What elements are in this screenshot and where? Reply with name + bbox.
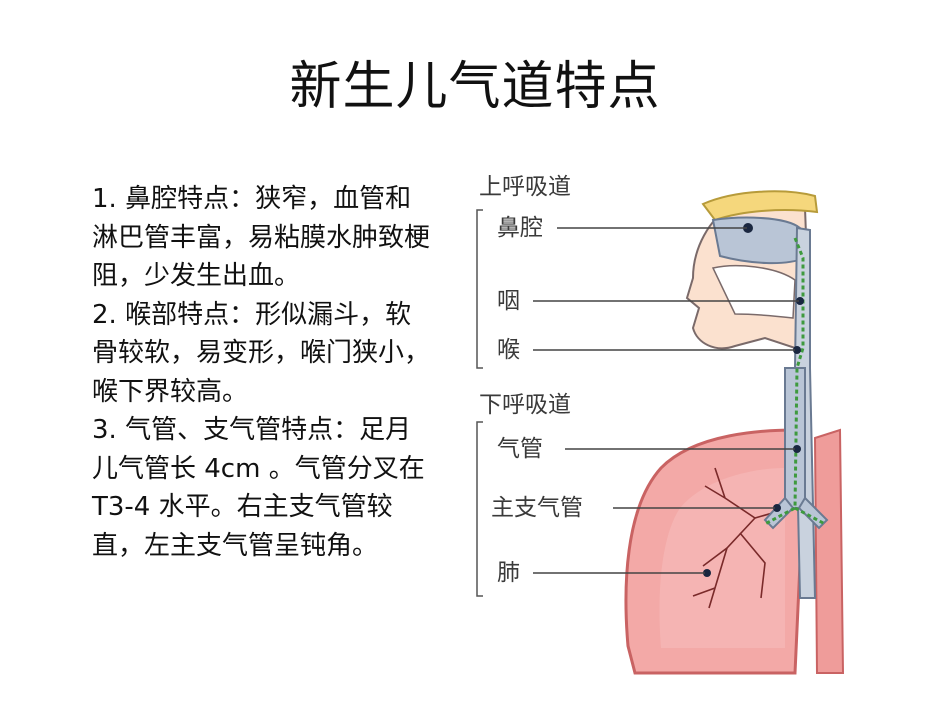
oral-cavity-shape: [711, 264, 796, 319]
lower-airway-bracket: [476, 421, 483, 597]
nasal-cavity-label: 鼻腔: [497, 213, 543, 243]
lung-inner-shape: [659, 468, 785, 648]
airway-illustration: [476, 190, 845, 675]
main-bronchus-label: 主支气管: [491, 493, 583, 523]
trachea-label: 气管: [497, 434, 543, 464]
skull-bone: [701, 190, 819, 222]
airway-anatomy-diagram: 上呼吸道 鼻腔 咽 喉 下呼吸道 气管 主支气管 肺: [465, 168, 885, 688]
bronchus-marker: [773, 504, 781, 512]
airway-dashed-line: [764, 237, 826, 526]
larynx-marker: [793, 346, 801, 354]
trachea-feature-paragraph: 3. 气管、支气管特点：足月儿气管长 4cm 。气管分叉在 T3-4 水平。右主…: [92, 415, 425, 561]
trachea-marker: [793, 445, 801, 453]
larynx-feature-paragraph: 2. 喉部特点：形似漏斗，软骨较软，易变形，喉门狭小，喉下界较高。: [92, 299, 431, 407]
upper-airway-label: 上呼吸道: [479, 172, 571, 202]
slide-title: 新生儿气道特点: [289, 57, 661, 117]
pharynx-label: 咽: [497, 286, 520, 316]
larynx-label: 喉: [497, 335, 520, 365]
nasal-cavity-marker: [743, 223, 753, 233]
feature-list: 1. 鼻腔特点：狭窄，血管和淋巴管丰富，易粘膜水肿致梗阻，少发生出血。 2. 喉…: [92, 180, 430, 565]
pharynx-marker: [796, 297, 804, 305]
lung-label: 肺: [497, 558, 520, 588]
lung-marker: [703, 569, 711, 577]
bronchial-tree: [692, 467, 784, 609]
main-bronchus-shape: [763, 496, 829, 530]
right-lung-edge: [813, 428, 845, 674]
nasal-feature-paragraph: 1. 鼻腔特点：狭窄，血管和淋巴管丰富，易粘膜水肿致梗阻，少发生出血。: [92, 184, 431, 291]
leader-lines: [533, 227, 799, 574]
trachea-tube: [784, 367, 806, 509]
lower-airway-label: 下呼吸道: [479, 390, 571, 420]
nasal-cavity-shape: [711, 216, 807, 265]
upper-airway-bracket: [476, 209, 483, 369]
